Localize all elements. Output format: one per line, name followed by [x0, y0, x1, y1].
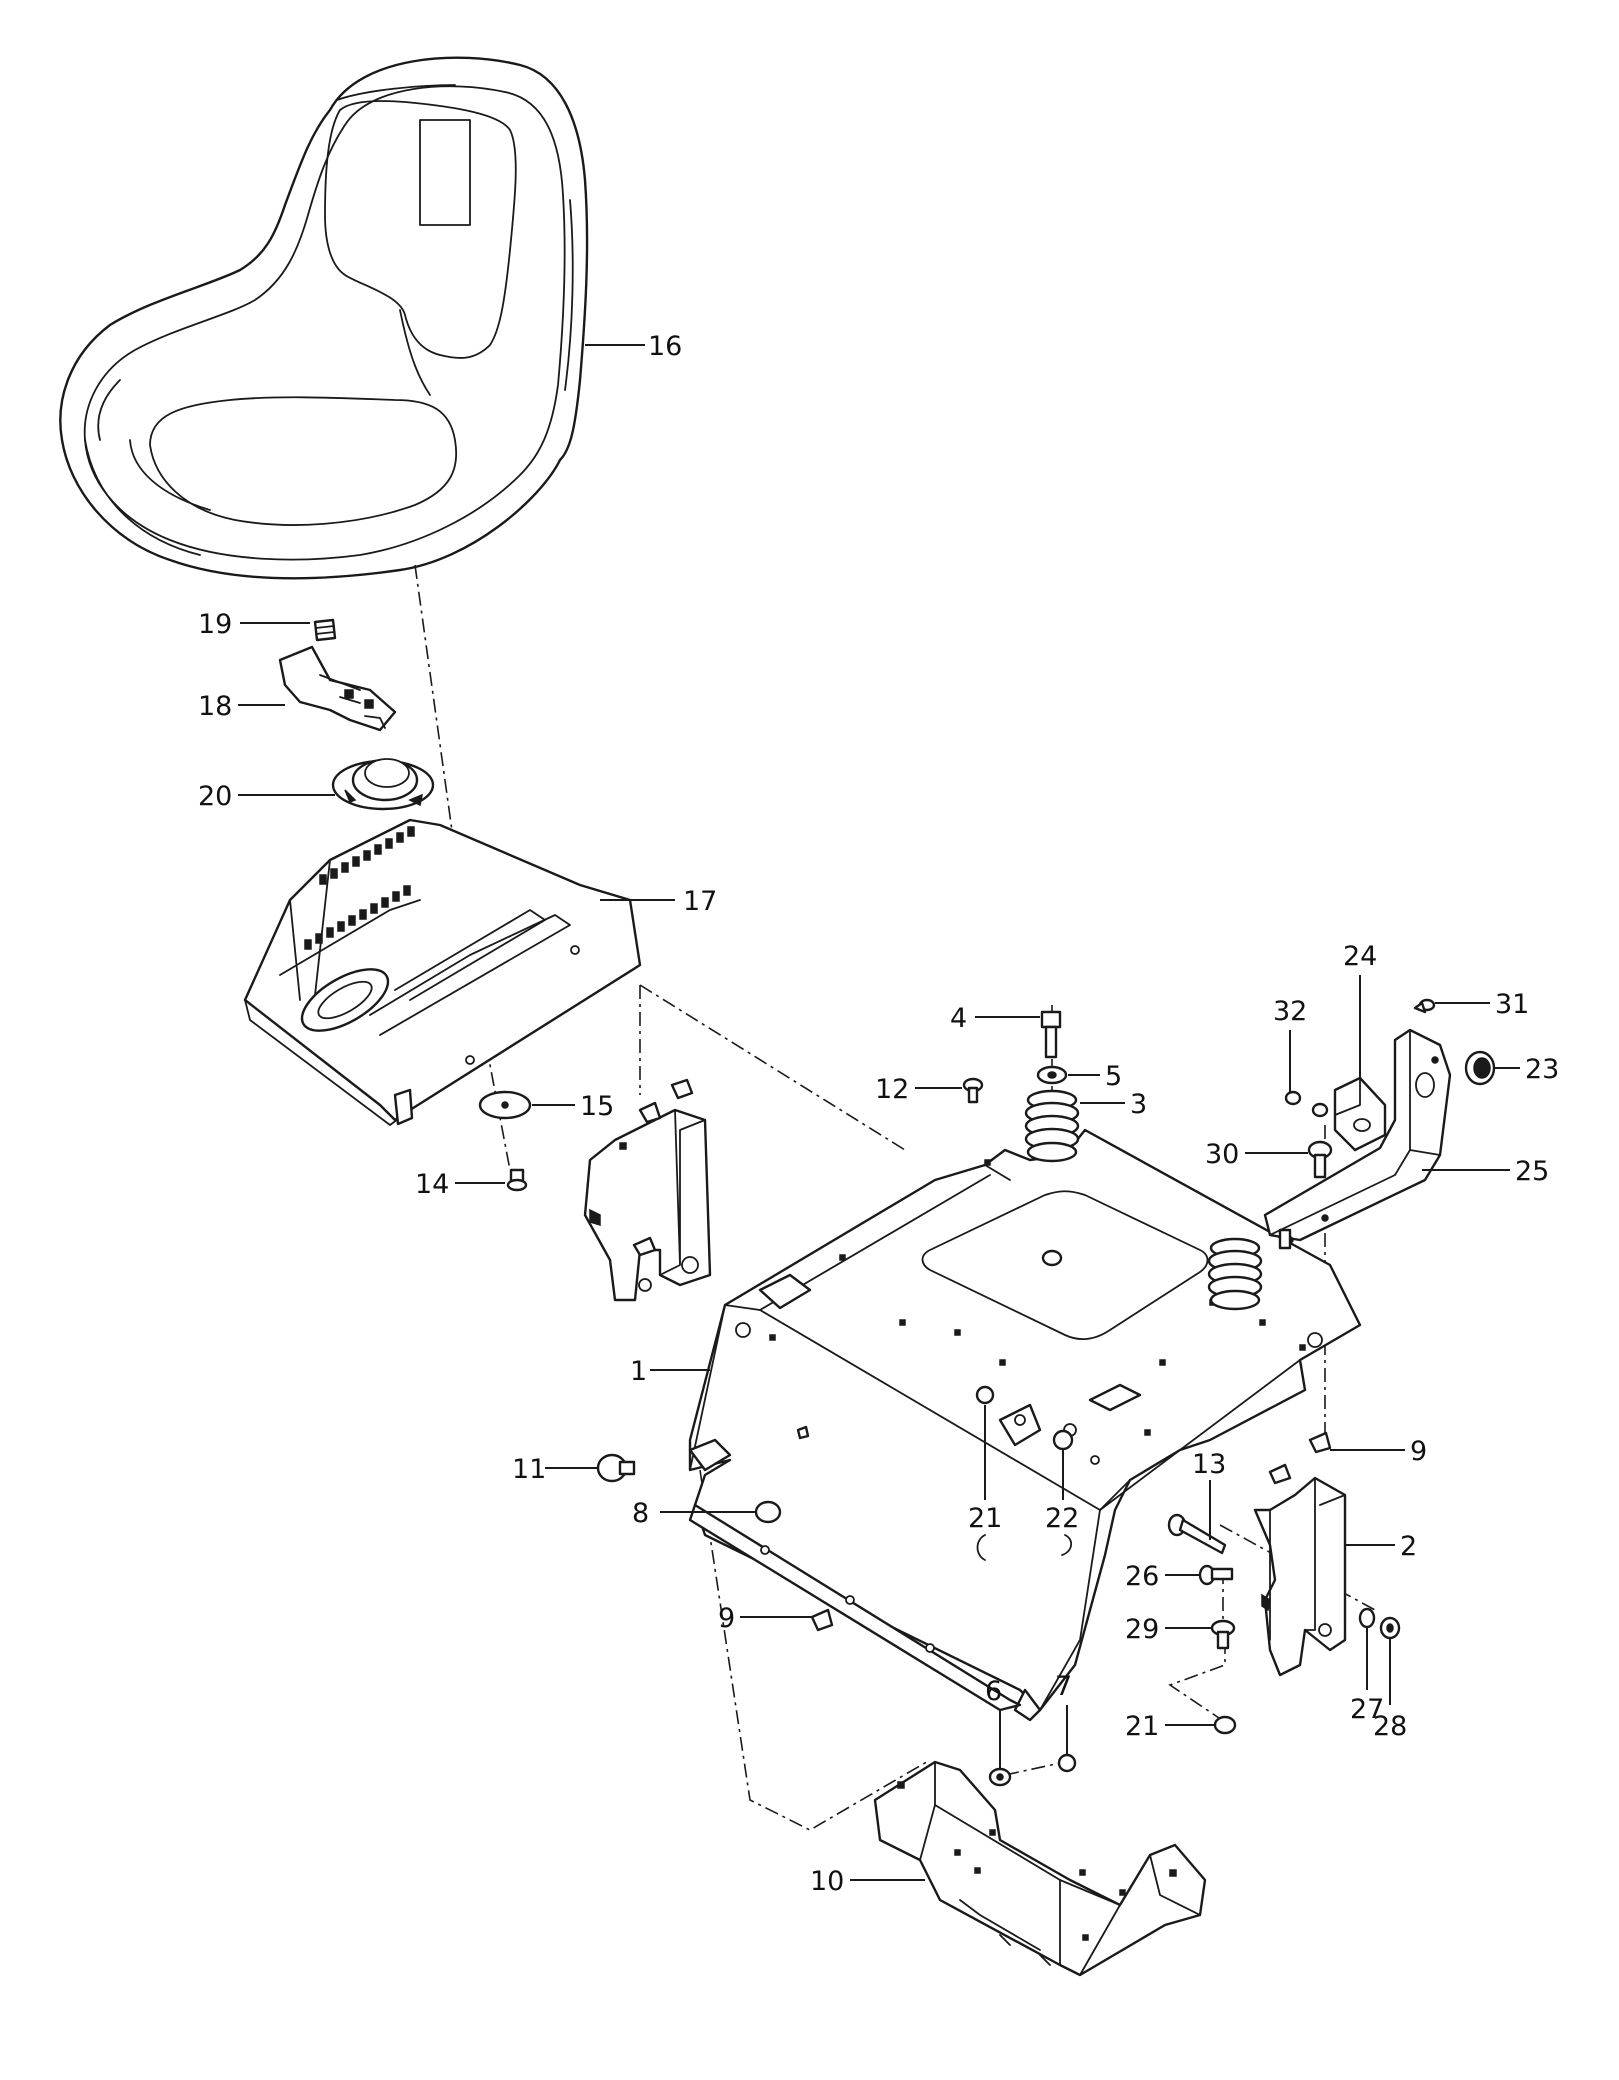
- clip-9-lower: [810, 1608, 834, 1632]
- callout-31: 31: [1495, 989, 1529, 1020]
- callout-29: 29: [1125, 1614, 1159, 1645]
- callout-22: 22: [1045, 1503, 1079, 1534]
- washer-6-hole: [996, 1773, 1004, 1781]
- callout-16: 16: [648, 331, 682, 362]
- callout-9-upper: 9: [1410, 1436, 1427, 1467]
- nut-28: [1379, 1616, 1401, 1640]
- plug-8: [754, 1500, 782, 1524]
- clip-9-right-b: [1268, 1463, 1292, 1485]
- callout-5: 5: [1105, 1061, 1122, 1092]
- callout-2: 2: [1400, 1531, 1417, 1562]
- screw-12: [962, 1077, 984, 1104]
- callout-20: 20: [198, 781, 232, 812]
- callout-21-upper: 21: [968, 1503, 1002, 1534]
- callout-32: 32: [1273, 996, 1307, 1027]
- leader-lines: [238, 344, 1520, 1881]
- washer-27: [1358, 1607, 1376, 1629]
- spring-19: [313, 618, 337, 642]
- guard-10: [873, 1760, 1207, 1977]
- screw-30: [1307, 1140, 1333, 1179]
- mount-centerline: [639, 984, 906, 1151]
- callout-30: 30: [1205, 1139, 1239, 1170]
- callout-1: 1: [630, 1356, 647, 1387]
- clip-9-upper-right: [1308, 1431, 1332, 1454]
- clip-11: [796, 1425, 810, 1440]
- callout-27: 27: [1350, 1694, 1384, 1725]
- callout-28: 28: [1373, 1711, 1407, 1742]
- nut-32: [1284, 1090, 1302, 1106]
- callout-9-lower: 9: [718, 1603, 735, 1634]
- bushing-23: [1464, 1050, 1496, 1086]
- callout-19: 19: [198, 609, 232, 640]
- callout-26: 26: [1125, 1561, 1159, 1592]
- callout-11: 11: [512, 1454, 546, 1485]
- knob-20: [331, 758, 435, 811]
- callout-21-lower: 21: [1125, 1711, 1159, 1742]
- screw-31: [1413, 998, 1436, 1014]
- spring-on-frame: [1207, 1237, 1263, 1311]
- right-bracket-2: [1253, 1476, 1347, 1677]
- callout-23: 23: [1525, 1054, 1559, 1085]
- callout-25: 25: [1515, 1156, 1549, 1187]
- bolt-14: [506, 1168, 528, 1192]
- bracket-18: [278, 645, 397, 732]
- callout-18: 18: [198, 691, 232, 722]
- callout-3: 3: [1130, 1089, 1147, 1120]
- callout-10: 10: [810, 1866, 844, 1897]
- lower-nut-centerline: [1168, 1640, 1226, 1723]
- frame-center-nut: [1041, 1249, 1063, 1267]
- callout-12: 12: [875, 1074, 909, 1105]
- guard-centerline: [699, 1469, 931, 1831]
- knob-11: [596, 1453, 636, 1483]
- nut-32b: [1311, 1102, 1329, 1118]
- callout-24: 24: [1343, 941, 1377, 972]
- nut-7: [1057, 1753, 1077, 1773]
- slide-plate-17: [243, 818, 642, 1126]
- seat: [59, 56, 589, 580]
- bolt-4: [1040, 1010, 1062, 1059]
- nut-centerline: [1004, 1761, 1066, 1776]
- callout-17: 17: [683, 886, 717, 917]
- bracket-24: [1333, 1076, 1387, 1152]
- callout-15: 15: [580, 1091, 614, 1122]
- callout-6: 6: [985, 1676, 1002, 1707]
- bracket-25: [1263, 1028, 1452, 1250]
- callout-7: 7: [1055, 1671, 1072, 1702]
- nut-21-lower: [1213, 1715, 1237, 1735]
- washer-15-hole: [501, 1101, 509, 1109]
- washer-5-hole: [1047, 1071, 1057, 1079]
- rod-13: [1167, 1513, 1227, 1555]
- left-mount-bracket: [583, 1108, 712, 1302]
- callout-14: 14: [415, 1169, 449, 1200]
- callout-8: 8: [632, 1498, 649, 1529]
- callout-13: 13: [1192, 1449, 1226, 1480]
- callout-4: 4: [950, 1003, 967, 1034]
- center-bracket: [975, 1385, 1074, 1451]
- spring-3: [1024, 1089, 1080, 1163]
- callout-labels: 16 19 18 20 17 15 14 4 5 12 3 24 32 31 2…: [198, 331, 1559, 1897]
- bolt-26: [1198, 1564, 1234, 1586]
- frame-lower-lip: [688, 1438, 1022, 1712]
- pin-29: [1210, 1619, 1236, 1650]
- clip-top-left-b: [670, 1078, 694, 1100]
- clip-top-left-a: [638, 1101, 662, 1124]
